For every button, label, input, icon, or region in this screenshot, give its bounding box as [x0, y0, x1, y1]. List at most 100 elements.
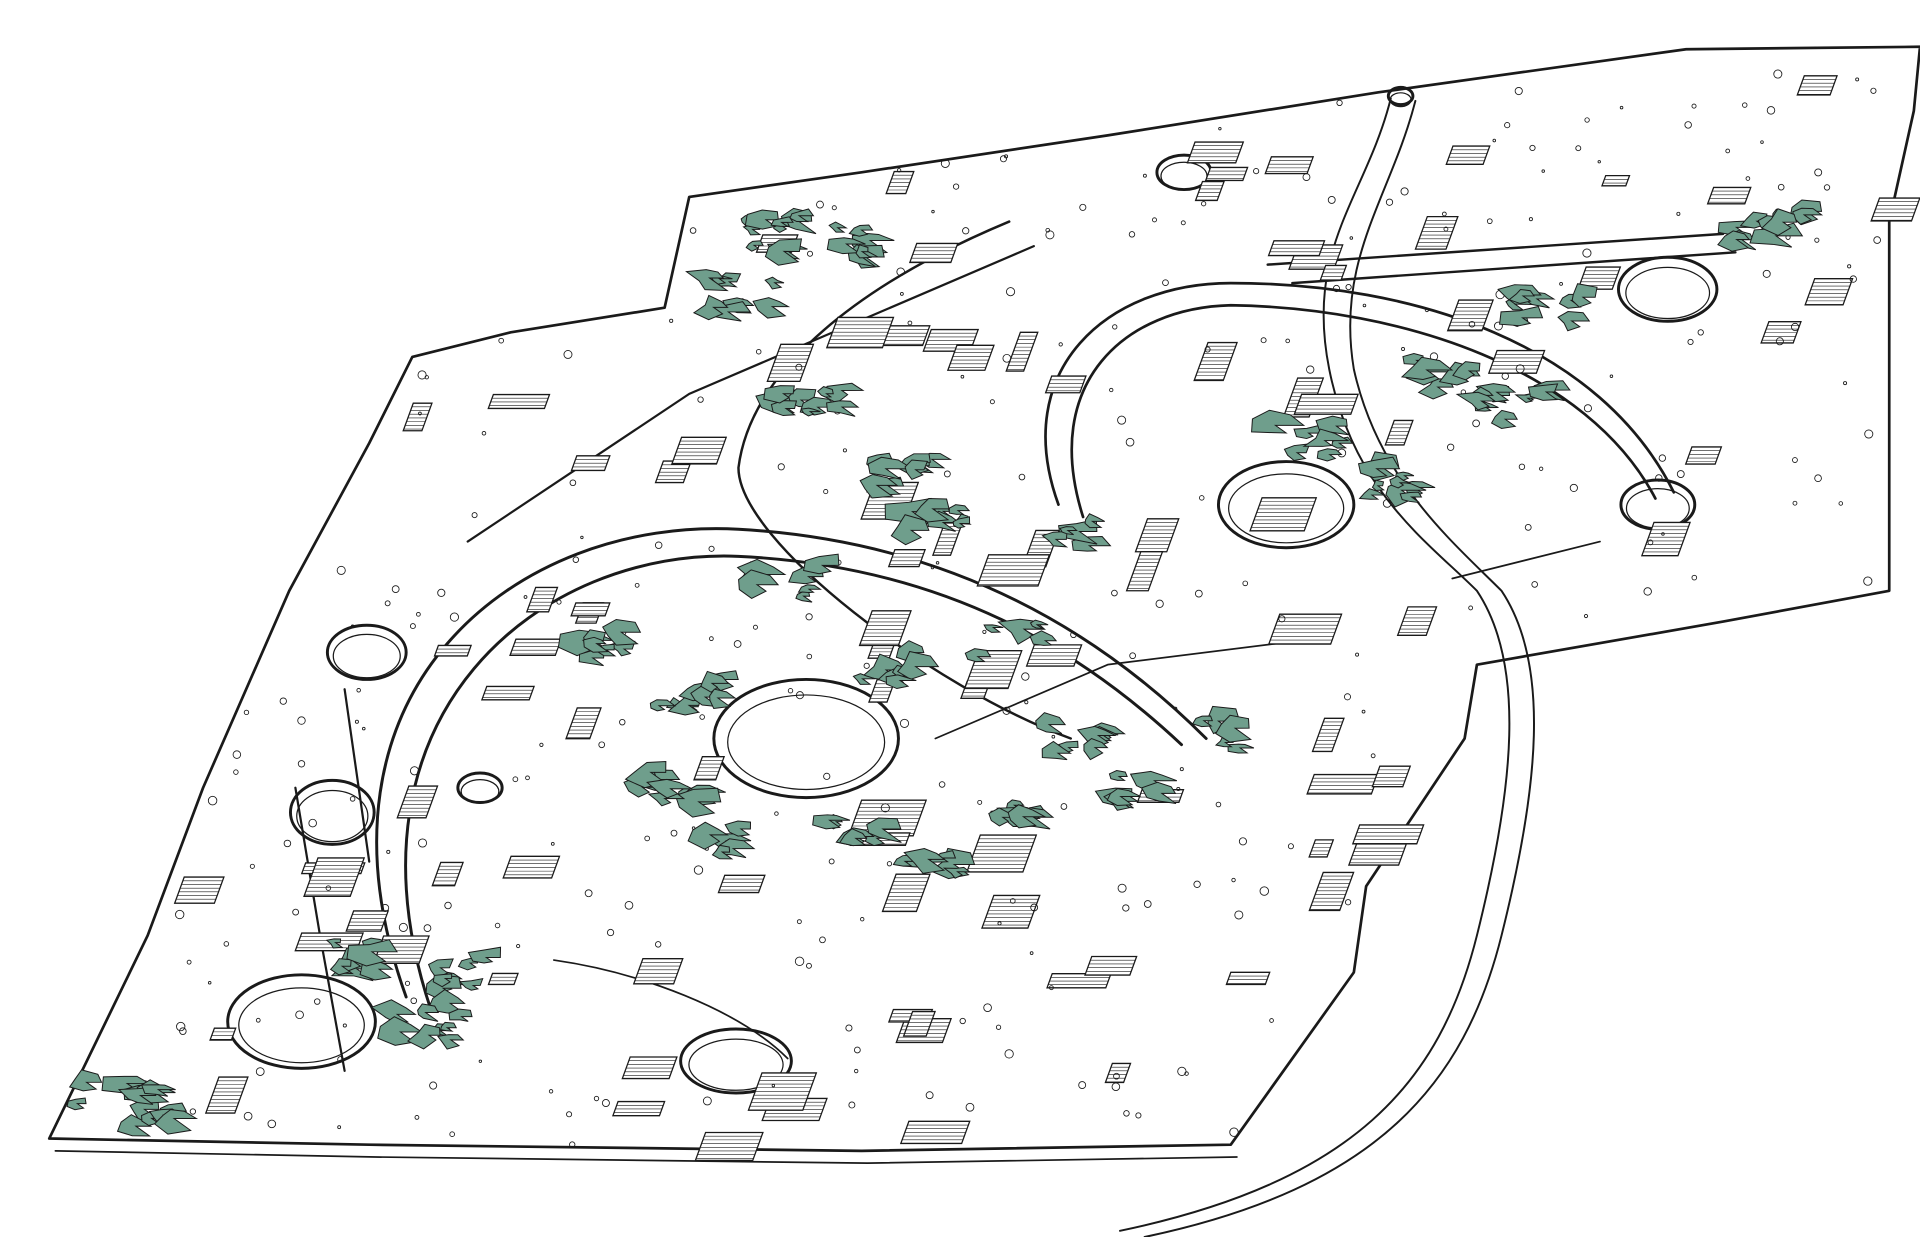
building-block: [654, 460, 693, 484]
green-foliage: [1455, 391, 1497, 411]
tree: [896, 267, 905, 277]
ring-plaza: [288, 778, 376, 846]
building-roof: [1025, 644, 1083, 667]
tree: [325, 885, 332, 891]
tree: [548, 1089, 554, 1094]
tree: [1676, 470, 1685, 478]
green-foliage: [896, 650, 940, 680]
tree: [243, 1111, 253, 1121]
tree: [1231, 877, 1236, 883]
ring-plaza-inner: [332, 633, 401, 679]
tree: [1647, 539, 1654, 546]
tree: [1742, 102, 1748, 108]
tree: [1051, 734, 1056, 739]
tree: [569, 1141, 576, 1148]
tree: [516, 944, 521, 949]
building-block: [1308, 839, 1335, 858]
tree: [1697, 329, 1704, 336]
ring-plaza: [456, 771, 504, 804]
green-foliage: [763, 385, 795, 404]
tree: [297, 716, 306, 725]
tree: [1575, 145, 1582, 152]
ring-plaza-inner: [727, 694, 886, 791]
tree: [418, 838, 428, 848]
tree: [350, 624, 355, 628]
building-roof: [1706, 186, 1752, 205]
green-foliage: [325, 938, 344, 949]
tree: [1045, 230, 1055, 240]
tree: [417, 370, 427, 380]
tree: [1204, 346, 1211, 353]
tree: [823, 772, 831, 780]
tree: [1472, 419, 1480, 428]
green-foliage: [952, 516, 971, 529]
tree: [1514, 86, 1523, 96]
green-foliage: [649, 699, 677, 712]
green-foliage: [1041, 530, 1069, 548]
building-block: [965, 834, 1038, 873]
building-roof: [570, 602, 611, 617]
tree: [1143, 900, 1152, 908]
building-block: [1193, 341, 1238, 382]
tree: [179, 1027, 187, 1035]
building-roof: [487, 393, 551, 410]
building-block: [902, 1010, 937, 1037]
tree: [186, 959, 192, 965]
green-foliage: [709, 688, 737, 710]
tree: [1229, 1127, 1239, 1137]
building-roof: [1684, 446, 1723, 465]
tree: [959, 1017, 966, 1025]
tree: [1838, 501, 1844, 506]
green-foliage: [724, 820, 752, 837]
tree: [853, 1046, 861, 1054]
green-foliage: [1108, 769, 1128, 781]
tree: [1791, 322, 1800, 332]
building-block: [502, 855, 561, 879]
tree: [1443, 226, 1449, 232]
tree: [233, 769, 239, 775]
green-foliage: [1106, 788, 1141, 806]
green-foliage: [711, 844, 734, 860]
building-block: [1249, 497, 1318, 532]
green-foliage: [140, 1084, 176, 1097]
tree: [1725, 148, 1731, 154]
building-block: [1796, 75, 1838, 96]
tree: [634, 582, 640, 588]
building-block: [887, 549, 927, 568]
green-foliage: [417, 1003, 440, 1022]
tree: [308, 818, 317, 828]
building-block: [1760, 320, 1802, 344]
building-roof: [1640, 521, 1691, 557]
building-block: [908, 242, 959, 264]
tree: [1045, 227, 1051, 233]
tree: [283, 839, 292, 848]
building-roof: [1760, 320, 1802, 344]
ring-plaza: [325, 623, 408, 681]
green-foliage: [1389, 475, 1411, 489]
green-foliage: [1215, 714, 1253, 743]
tree: [940, 159, 950, 168]
green-foliage: [448, 1008, 473, 1022]
tree: [354, 719, 359, 724]
tree: [175, 909, 185, 920]
tree: [404, 980, 411, 986]
tree: [386, 849, 391, 854]
tree: [796, 919, 802, 925]
tree: [1010, 898, 1016, 904]
building-block: [396, 785, 439, 819]
green-foliage: [904, 459, 929, 481]
green-foliage: [914, 497, 950, 523]
tree: [255, 1017, 261, 1023]
building-roof: [693, 756, 726, 781]
green-foliage: [828, 221, 848, 233]
tree: [1117, 883, 1127, 893]
tree: [414, 1115, 420, 1120]
tree: [1762, 269, 1771, 278]
tree: [965, 1102, 975, 1112]
tree: [1113, 1072, 1120, 1080]
building-roof: [976, 554, 1051, 587]
building-block: [1204, 166, 1249, 182]
building-block: [1311, 717, 1345, 753]
tree: [1529, 144, 1536, 152]
tree: [1111, 1082, 1121, 1092]
